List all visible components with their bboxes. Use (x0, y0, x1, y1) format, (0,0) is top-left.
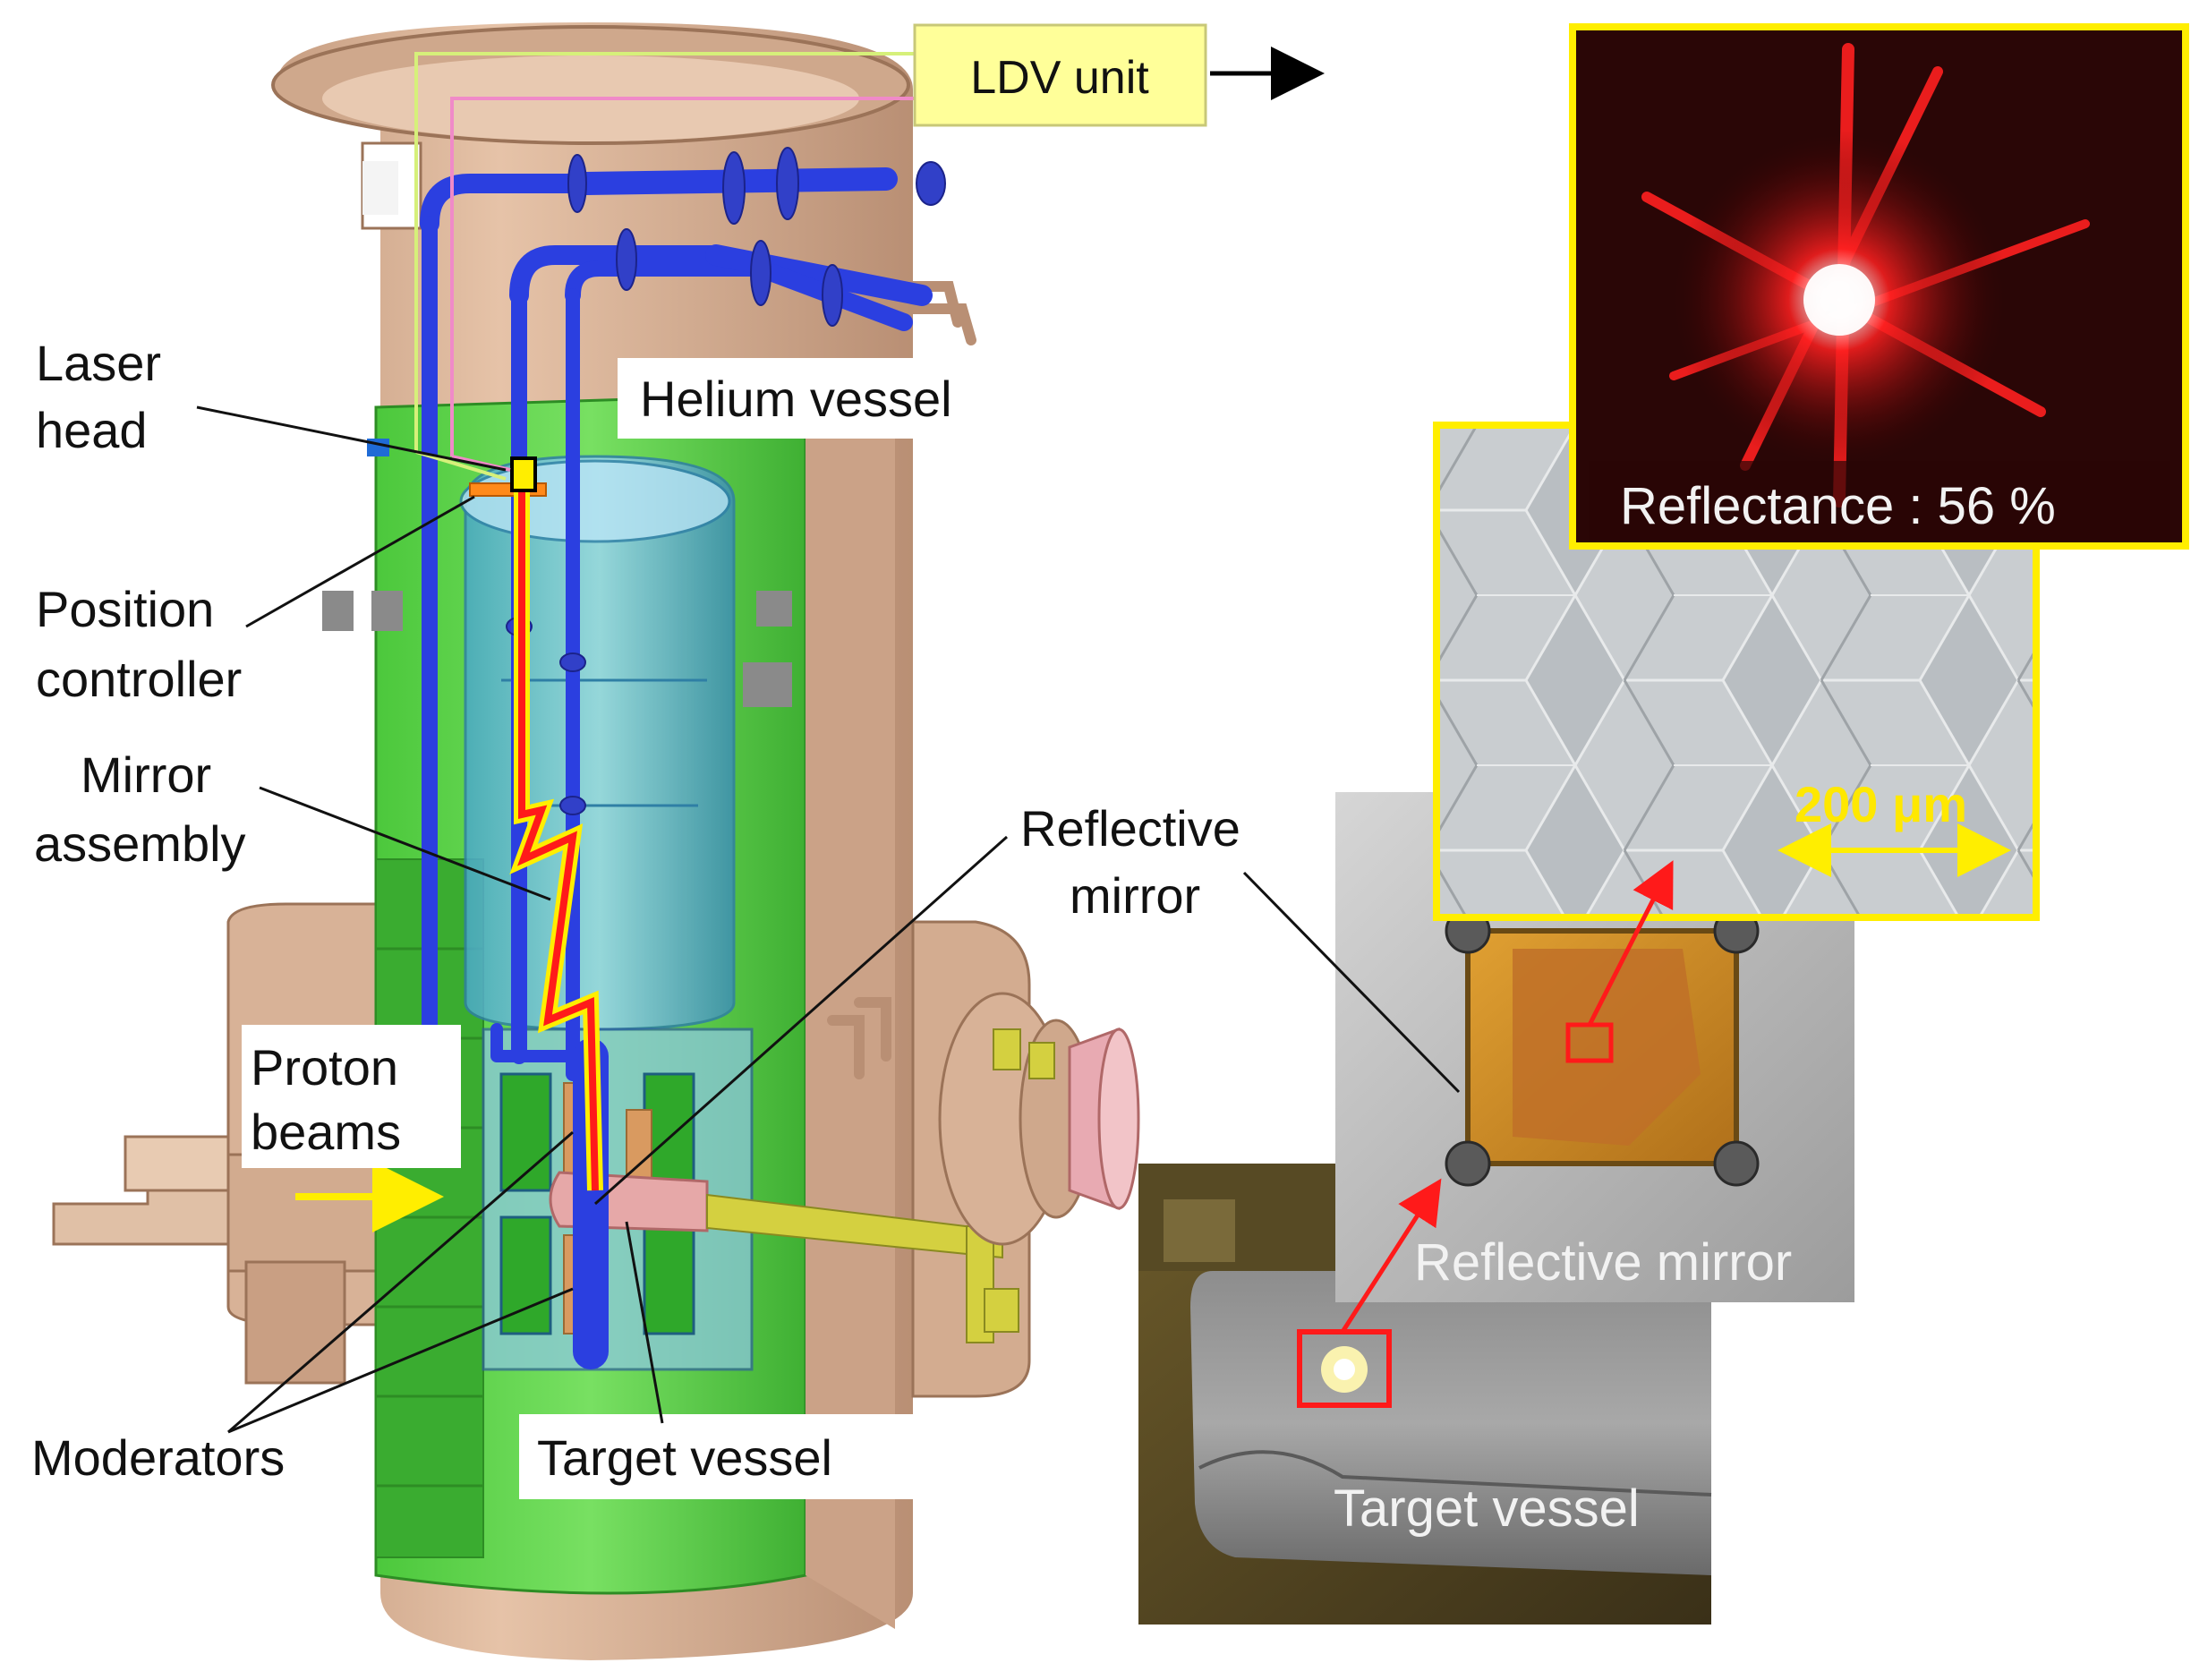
reflective-mirror-label-line1: Reflective (1020, 800, 1240, 857)
mirror-assembly-label-line2: assembly (34, 815, 246, 872)
arrow-mirror-to-microscope (1587, 860, 1674, 1027)
reflective-mirror-photo-caption: Reflective mirror (1414, 1233, 1792, 1292)
ldv-unit-box: LDV unit (913, 23, 1325, 127)
mirror-assembly-label-line1: Mirror (81, 746, 211, 803)
scale-bar-label: 200 μm (1795, 776, 1967, 832)
photo-stack: Target vessel Reflective mirror 200 μm (1138, 23, 2189, 1625)
laser-head-box (510, 456, 537, 492)
laser-head-label-line2: head (36, 402, 148, 458)
helium-vessel-label: Helium vessel (640, 371, 952, 427)
target-vessel-label: Target vessel (537, 1429, 832, 1486)
position-controller-label-line2: controller (36, 651, 242, 707)
target-vessel-photo-caption: Target vessel (1334, 1480, 1640, 1538)
position-controller-label-line1: Position (36, 581, 214, 637)
proton-beams-label-line2: beams (251, 1104, 401, 1160)
proton-beams-label-line1: Proton (251, 1039, 398, 1096)
left-labels: Helium vessel Laser head Position contro… (31, 335, 1240, 1499)
arrow-vessel-to-mirror (1340, 1178, 1442, 1334)
reflectance-caption: Reflectance : 56 % (1620, 477, 2056, 535)
laser-head-label-line1: Laser (36, 335, 161, 391)
ldv-unit-label: LDV unit (970, 52, 1149, 104)
reflectance-photo: Reflectance : 56 % (1569, 23, 2189, 550)
moderators-label: Moderators (31, 1429, 285, 1486)
reflective-mirror-label-line2: mirror (1070, 867, 1200, 924)
